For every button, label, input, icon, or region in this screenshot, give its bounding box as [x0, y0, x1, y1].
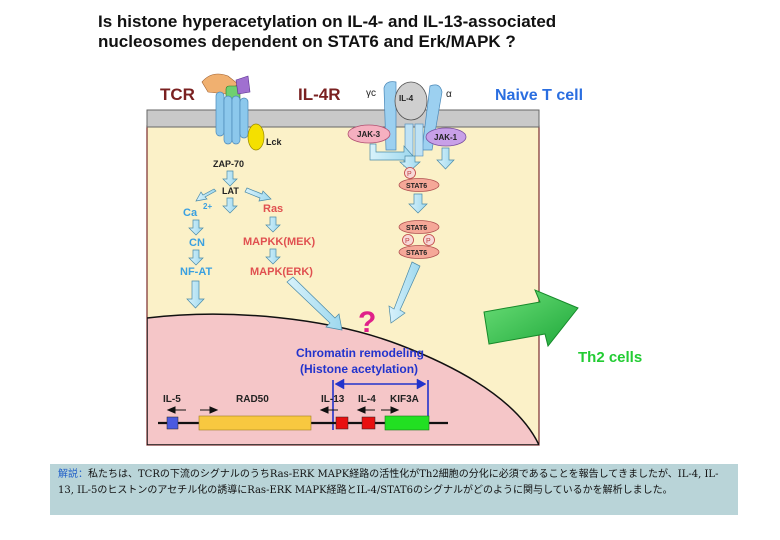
th2-cells-label: Th2 cells: [578, 349, 642, 366]
jak1-icon: [425, 127, 467, 147]
ca-to-cn-arrow: [188, 219, 204, 236]
title-line-1: Is histone hyperacetylation on IL-4- and…: [98, 12, 557, 31]
mapk-to-nucleus-arrow: [286, 276, 343, 331]
dimer-phospho-left: [402, 234, 414, 246]
il13-label: IL-13: [321, 394, 345, 405]
stat6-dimer-bottom-icon: [398, 245, 440, 259]
note-text: 私たちは、TCRの下流のシグナルのうちRas-ERK MAPK経路の活性化がTh…: [58, 469, 719, 496]
gamma-c-label: γc: [366, 88, 376, 99]
stat6-dimer-top-label: STAT6: [406, 225, 427, 232]
mapkk-label: MAPKK(MEK): [243, 236, 315, 248]
stat6-dimer-bottom-label: STAT6: [406, 250, 427, 257]
jak3-to-stat6-arrow: [369, 143, 414, 167]
kif3a-gene: [384, 415, 430, 431]
acetylation-region-bracket: [332, 378, 429, 430]
zap70-to-lat-arrow: [222, 170, 238, 187]
th2-differentiation-arrow: [483, 289, 579, 348]
mapk-label: MAPK(ERK): [250, 266, 313, 278]
jak1-down-arrow: [436, 147, 455, 170]
alpha-label: α: [446, 89, 452, 100]
jak3-icon: [347, 124, 391, 144]
ras-label: Ras: [263, 203, 283, 215]
rad50-label: RAD50: [236, 394, 269, 405]
cn-to-nfat-arrow: [188, 249, 204, 266]
cell-membrane: [146, 109, 540, 128]
title-line-2: nucleosomes dependent on STAT6 and Erk/M…: [98, 32, 516, 51]
jak1-label: JAK-1: [434, 133, 458, 142]
note-lead: 解説：: [58, 469, 88, 480]
nfat-down-arrow: [186, 280, 205, 309]
lat-to-cn-arrow: [222, 197, 238, 214]
explanation-note: 解説：私たちは、TCRの下流のシグナルのうちRas-ERK MAPK経路の活性化…: [50, 464, 738, 515]
ca-superscript: 2+: [203, 202, 212, 211]
lat-label: LAT: [222, 186, 239, 196]
ras-to-mapkk-arrow: [265, 216, 281, 233]
jak3-label: JAK-3: [357, 130, 381, 139]
chromatin-remodeling-label: Chromatin remodeling: [296, 346, 424, 360]
mapkk-to-mapk-arrow: [265, 248, 281, 265]
dimer-phospho-left-label: P: [405, 238, 410, 245]
kif3a-label: KIF3A: [390, 394, 419, 405]
transcription-direction-arrows: [166, 406, 400, 414]
stat6-dimer-top-icon: [398, 220, 440, 234]
lck-label: Lck: [266, 137, 283, 147]
phospho-label: P: [407, 171, 412, 178]
il4r-label: IL-4R: [298, 85, 341, 104]
il4-ligand-label: IL-4: [399, 94, 414, 103]
zap70-label: ZAP-70: [213, 159, 244, 169]
naive-t-cell-label: Naive T cell: [495, 87, 583, 104]
question-mark: ?: [358, 306, 376, 339]
tcr-label: TCR: [160, 85, 195, 104]
dimer-phospho-right: [423, 234, 435, 246]
cn-label: CN: [189, 237, 205, 249]
stat6-monomer-icon: [398, 178, 440, 192]
receptor-to-stat6-arrow: [399, 155, 421, 172]
stat6-to-nucleus-arrow: [388, 261, 421, 324]
il4-gene-label: IL-4: [358, 394, 376, 405]
ca-label: Ca: [183, 207, 198, 219]
il13-gene: [335, 416, 349, 430]
histone-acetylation-label: (Histone acetylation): [300, 362, 418, 376]
il5-gene: [166, 416, 179, 430]
lat-to-ras-arrow: [244, 187, 272, 202]
tcr-receptor-icon: [201, 73, 251, 145]
slide-title: Is histone hyperacetylation on IL-4- and…: [98, 12, 698, 52]
dimer-phospho-right-label: P: [426, 238, 431, 245]
il4-gene: [361, 416, 376, 430]
lat-to-ca-arrow: [195, 188, 217, 202]
stat6-dimerization-arrow: [408, 193, 428, 214]
phospho-circle: [404, 167, 416, 179]
stat6-monomer-label: STAT6: [406, 183, 427, 190]
il5-label: IL-5: [163, 394, 181, 405]
rad50-gene: [198, 415, 312, 431]
lck-icon: [247, 123, 265, 151]
nfat-label: NF-AT: [180, 266, 212, 278]
